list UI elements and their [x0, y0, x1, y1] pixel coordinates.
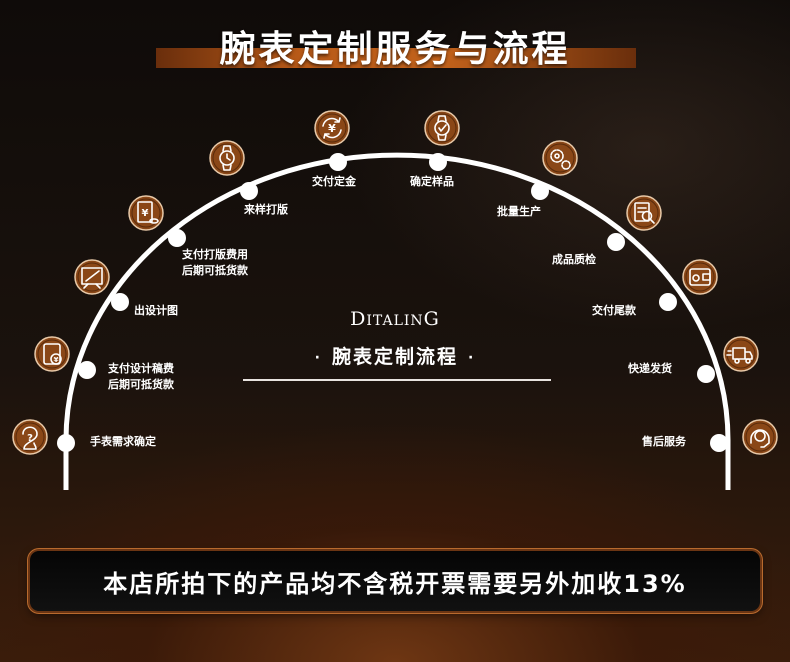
step-node-2 — [78, 361, 96, 379]
step-label-10: 交付尾款 — [592, 304, 636, 317]
center-divider — [243, 379, 551, 381]
page-title: 腕表定制服务与流程 — [219, 29, 571, 70]
step-label-8: 批量生产 — [497, 205, 541, 218]
question-icon: ? — [12, 419, 48, 455]
inspection-icon — [626, 195, 662, 231]
invoice-yen-icon: ¥ — [34, 336, 70, 372]
step-node-11 — [697, 365, 715, 383]
step-label-11: 快递发货 — [628, 362, 672, 375]
yen-receipt-icon: ¥ — [128, 195, 164, 231]
step-label-9: 成品质检 — [552, 253, 596, 266]
step-label-1: 手表需求确定 — [90, 435, 156, 448]
headset-icon — [742, 419, 778, 455]
svg-text:¥: ¥ — [54, 356, 59, 364]
step-label-5: 来样打版 — [244, 203, 288, 216]
step-node-6 — [329, 153, 347, 171]
step-label-7: 确定样品 — [410, 175, 454, 188]
step-node-8 — [531, 182, 549, 200]
step-label-12: 售后服务 — [642, 435, 686, 448]
step-label-4: 支付打版费用后期可抵货款 — [182, 248, 248, 277]
step-node-10 — [659, 293, 677, 311]
step-node-5 — [240, 182, 258, 200]
watch-check-icon — [424, 110, 460, 146]
step-label-3: 出设计图 — [134, 304, 178, 317]
svg-text:¥: ¥ — [142, 208, 149, 219]
step-node-9 — [607, 233, 625, 251]
step-node-1 — [57, 434, 75, 452]
drawing-board-icon — [74, 259, 110, 295]
yen-exchange-icon: ¥ — [314, 110, 350, 146]
step-label-6: 交付定金 — [312, 175, 356, 188]
center-title: ·腕表定制流程· — [314, 346, 476, 368]
tax-notice-banner: 本店所拍下的产品均不含税开票需要另外加收13% — [30, 551, 760, 611]
step-node-4 — [168, 229, 186, 247]
watch-icon — [209, 140, 245, 176]
svg-text:?: ? — [27, 433, 33, 444]
gears-icon — [542, 140, 578, 176]
svg-text:¥: ¥ — [328, 122, 336, 135]
step-node-3 — [111, 293, 129, 311]
title-underline-bar — [156, 48, 636, 68]
tax-notice-text: 本店所拍下的产品均不含税开票需要另外加收13% — [103, 570, 687, 598]
step-node-12 — [710, 434, 728, 452]
step-node-7 — [429, 153, 447, 171]
process-arc — [63, 152, 731, 490]
title-header: 腕表定制服务与流程 — [0, 18, 790, 78]
delivery-truck-icon — [723, 336, 759, 372]
wallet-icon — [682, 259, 718, 295]
brand-logo: DITALING — [350, 308, 440, 330]
step-label-2: 支付设计稿费后期可抵货款 — [108, 362, 174, 391]
